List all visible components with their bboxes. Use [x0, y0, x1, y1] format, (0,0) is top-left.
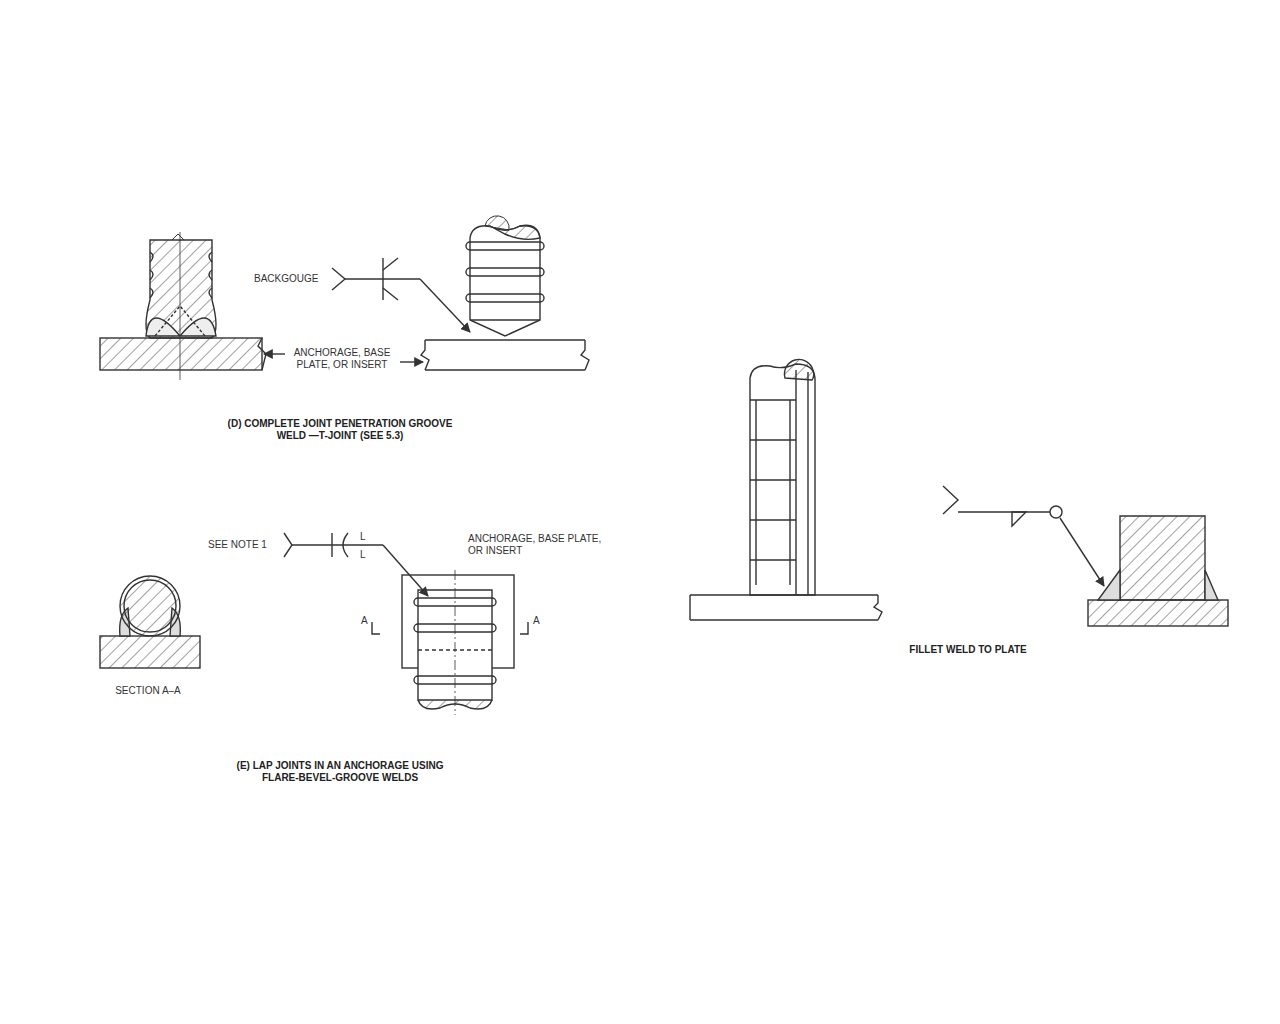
- part-label: ANCHORAGE, BASE PLATE, OR INSERT: [468, 533, 618, 557]
- weld-length: L: [360, 549, 366, 561]
- weld-note: BACKGOUGE: [254, 273, 318, 285]
- part-label: ANCHORAGE, BASE PLATE, OR INSERT: [290, 347, 394, 371]
- flare-bevel-plan: [284, 533, 528, 715]
- fillet-weld: [943, 486, 1228, 626]
- cjp-bar-plan: [264, 216, 589, 370]
- view-caption: FILLET WELD TO PLATE: [878, 644, 1058, 656]
- note-reference: SEE NOTE 1: [208, 539, 267, 551]
- bar-on-plate: [690, 359, 882, 620]
- figure-caption: (E) LAP JOINTS IN AN ANCHORAGE USING FLA…: [225, 760, 455, 784]
- cjp-section: [100, 232, 266, 380]
- weld-length: L: [360, 531, 366, 543]
- view-caption: SECTION A–A: [88, 685, 208, 697]
- section-mark: A: [361, 615, 368, 627]
- flare-bevel-section: [100, 576, 200, 668]
- section-mark: A: [533, 615, 540, 627]
- figure-caption: (D) COMPLETE JOINT PENETRATION GROOVE WE…: [225, 418, 455, 442]
